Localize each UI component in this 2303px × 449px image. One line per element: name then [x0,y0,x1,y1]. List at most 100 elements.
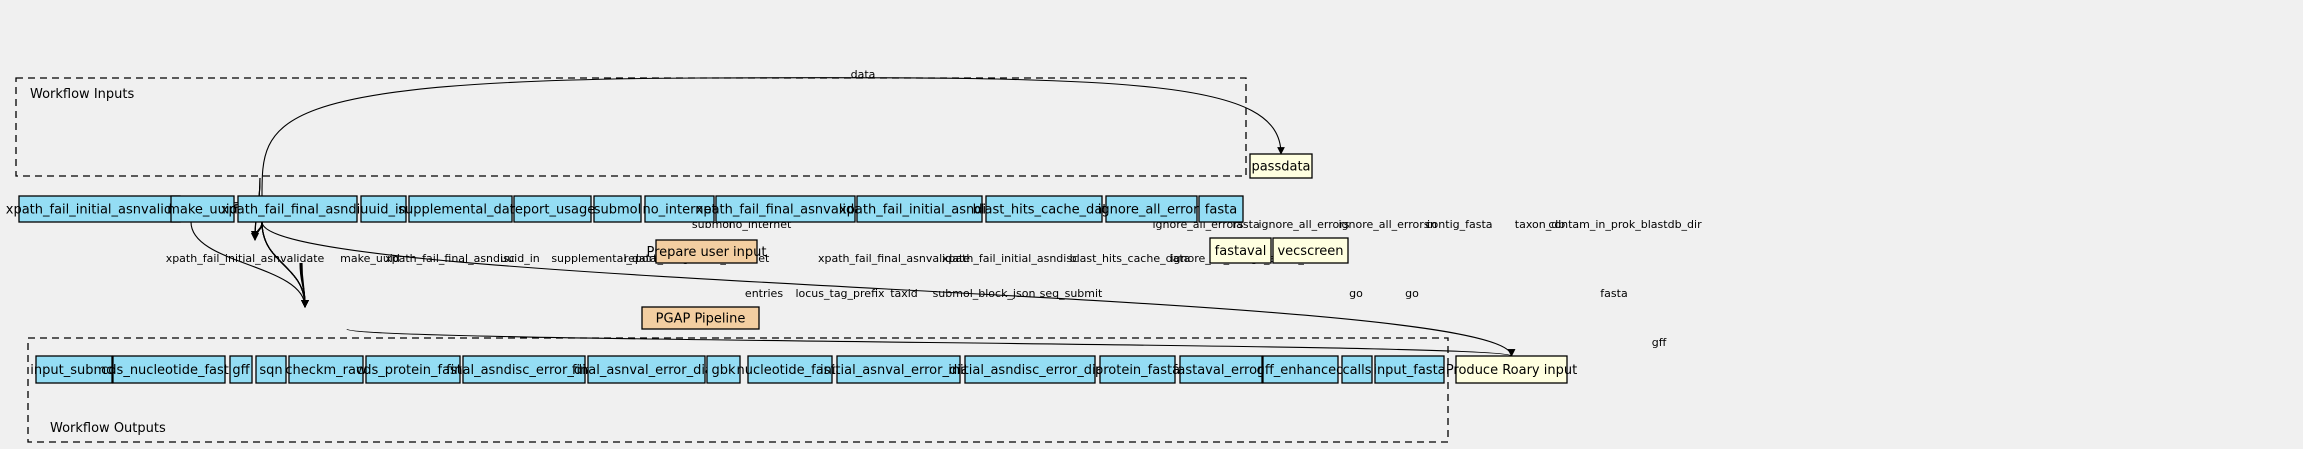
node-blast-hits-cache-data[interactable]: blast_hits_cache_data [973,195,1116,223]
edge-label: data [851,68,876,81]
node-xpath-fail-initial-asndisc[interactable]: xpath_fail_initial_asndisc [839,195,1000,223]
edge-label: entries [745,287,783,300]
node-fastaval-errors[interactable]: fastaval_errors [1173,355,1270,384]
node-no-internet[interactable]: no_internet [642,195,717,223]
edge-vec-to-pgap: go [301,262,1419,308]
node-initial-asndisc-error-diag[interactable]: initial_asndisc_error_diag [948,355,1112,384]
node-label: xpath_fail_final_asndisc [221,203,374,218]
node-box [360,195,407,223]
node-box [1198,195,1244,223]
node-produce-roary-input[interactable]: Produce Roary input [1446,355,1577,384]
node-fasta[interactable]: fasta [1198,195,1244,223]
edge-label: taxid [890,287,918,300]
node-box [747,355,833,384]
node-pgap-pipeline[interactable]: PGAP Pipeline [641,306,760,330]
node-gff[interactable]: gff [229,355,253,384]
node-box [641,306,760,330]
edge-line [346,328,1515,357]
node-passdata[interactable]: passdata [1249,153,1313,179]
node-box [593,195,642,223]
node-label: final_asnval_error_diag [572,363,721,378]
node-ignore-all-errors[interactable]: ignore_all_errors [1098,195,1206,223]
node-label: sqn [259,363,282,378]
node-box [1105,195,1198,223]
node-initial-asnval-error-diag[interactable]: initial_asnval_error_diag [820,355,977,384]
node-uuid-in[interactable]: uuid_in [360,195,407,223]
edge-fasta-to-roary: fasta [261,221,1628,357]
cluster-workflow-inputs: Workflow Inputs [15,77,1247,177]
node-label: xpath_fail_initial_asndisc [839,203,1000,218]
node-xpath-fail-initial-asnvalidate[interactable]: xpath_fail_initial_asnvalidate [6,195,193,223]
node-input-fasta[interactable]: input_fasta [1373,355,1446,384]
edge-label: in [1427,218,1437,231]
edge-prep-to-pgap: seq_submit [300,262,1103,308]
node-checkm-raw[interactable]: checkm_raw [285,355,367,384]
node-label: input_submol [30,363,117,378]
node-prepare-user-input[interactable]: Prepare user input [646,239,767,264]
node-label: fastaval_errors [1173,363,1270,378]
edge-pgap-to-roary: gff [346,328,1667,357]
node-report-usage[interactable]: report_usage [510,195,595,223]
node-xpath-fail-final-asnvalidate[interactable]: xpath_fail_final_asnvalidate [696,195,876,223]
node-sqn[interactable]: sqn [255,355,287,384]
node-box [1209,237,1272,264]
node-fastaval[interactable]: fastaval [1209,237,1272,264]
node-box [237,195,358,223]
node-label: initial_asnval_error_diag [820,363,977,378]
edge-line [261,221,309,308]
node-calls[interactable]: calls [1341,355,1373,384]
node-box [1272,237,1349,264]
node-box [1341,355,1373,384]
node-box [1455,355,1568,384]
node-protein-fasta[interactable]: protein_fasta [1095,355,1180,384]
node-cds-nucleotide-fasta[interactable]: cds_nucleotide_fasta [101,355,237,384]
node-box [462,355,586,384]
node-box [229,355,253,384]
node-make-uuid[interactable]: make_uuid [167,195,238,223]
node-label: submol [594,203,642,218]
edge-xfia-to-pgap: xpath_fail_initial_asnvalidate [166,221,325,308]
node-label: uuid_in [360,203,407,218]
node-label: gbk [711,363,736,378]
node-box [706,355,741,384]
node-cds-protein-fasta[interactable]: cds_protein_fasta [356,355,470,384]
node-nucleotide-fasta[interactable]: nucleotide_fasta [736,355,844,384]
node-label: PGAP Pipeline [656,312,746,327]
node-submol[interactable]: submol [593,195,642,223]
node-vecscreen[interactable]: vecscreen [1272,237,1349,264]
edge-prep-to-pgap: taxid [300,262,918,308]
edge-label: uuid_in [500,252,540,265]
node-gbk[interactable]: gbk [706,355,741,384]
edge-fval-to-pgap: go [299,262,1363,308]
node-label: xpath_fail_initial_asnvalidate [6,203,193,218]
nodes-layer: xpath_fail_initial_asnvalidatemake_uuidx… [6,153,1577,384]
node-final-asndisc-error-diag[interactable]: final_asndisc_error_diag [446,355,602,384]
node-label: cds_nucleotide_fasta [101,363,237,378]
node-input-submol[interactable]: input_submol [30,355,118,384]
node-box [1249,153,1313,179]
edge-line [261,77,1285,197]
edge-label: fasta [1600,287,1627,300]
edge-supp-to-pass: data [261,68,1285,197]
cluster-inputs-label: Workflow Inputs [30,87,134,102]
node-gff-enhanced[interactable]: gff_enhanced [1257,355,1345,384]
node-box [112,355,226,384]
node-label: gff_enhanced [1257,363,1345,378]
node-label: protein_fasta [1095,363,1180,378]
node-label: gff [232,363,250,378]
edge-label: xpath_fail_initial_asnvalidate [166,252,325,265]
edge-label: locus_tag_prefix [795,287,885,300]
node-box [18,195,181,223]
node-box [1099,355,1176,384]
edge-label: xpath_fail_final_asnvalidate [818,252,970,265]
node-label: checkm_raw [285,363,367,378]
node-xpath-fail-final-asndisc[interactable]: xpath_fail_final_asndisc [221,195,374,223]
node-label: vecscreen [1277,244,1343,259]
node-label: make_uuid [167,203,238,218]
node-label: initial_asndisc_error_diag [948,363,1112,378]
node-label: report_usage [510,203,595,218]
node-final-asnval-error-diag[interactable]: final_asnval_error_diag [572,355,721,384]
edge-label: contam_in_prok_blastdb_dir [1548,218,1702,231]
node-supplemental-data[interactable]: supplemental_data [398,195,523,223]
node-label: calls [1342,363,1371,378]
